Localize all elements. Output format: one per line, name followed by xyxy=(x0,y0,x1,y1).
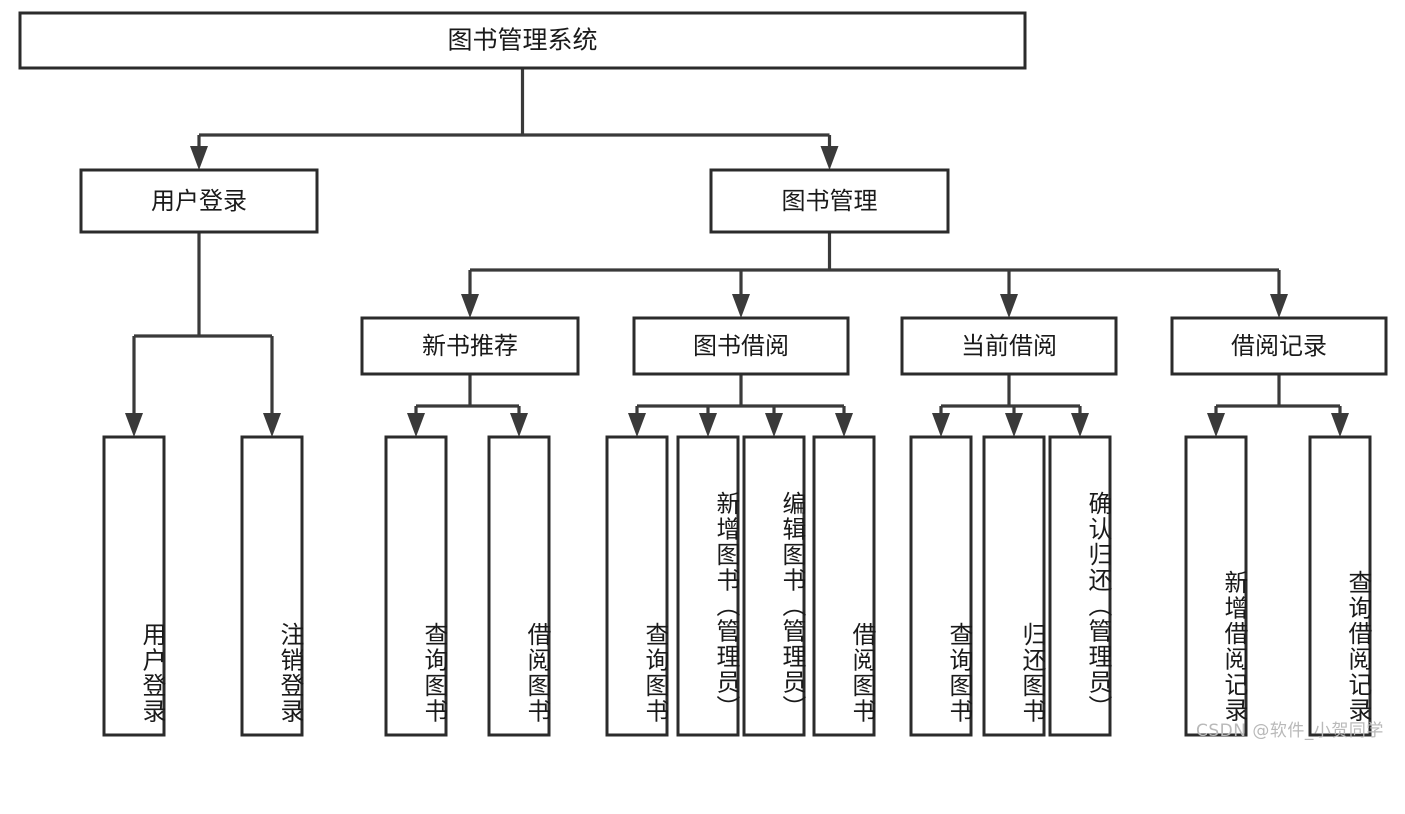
arrow-to-book-borrow xyxy=(732,294,750,318)
leaf-box-l-add-record[interactable] xyxy=(1184,435,1248,737)
node-label-book-borrow: 图书借阅 xyxy=(693,332,789,360)
arrow-to-l-confirm-return xyxy=(1071,413,1089,437)
leaf-box-leaf-user-login[interactable] xyxy=(102,435,166,737)
arrow-to-leaf-user-logout xyxy=(263,413,281,437)
arrow-to-l-edit-book xyxy=(765,413,783,437)
arrow-to-l-borrow-book-2 xyxy=(835,413,853,437)
arrow-to-borrow-record xyxy=(1270,294,1288,318)
connectors-group xyxy=(125,68,1349,437)
node-box-borrow-record[interactable] xyxy=(1170,316,1388,376)
leaf-box-l-edit-book[interactable] xyxy=(742,435,806,737)
arrow-to-leaf-user-login xyxy=(125,413,143,437)
arrow-to-l-add-record xyxy=(1207,413,1225,437)
arrow-to-book-manage xyxy=(820,146,839,170)
leaf-box-l-query-record[interactable] xyxy=(1308,435,1372,737)
arrow-to-l-query-book-3 xyxy=(932,413,950,437)
leaf-box-l-return-book[interactable] xyxy=(982,435,1046,737)
node-label-borrow-record: 借阅记录 xyxy=(1231,332,1327,360)
node-box-user-login[interactable] xyxy=(79,168,319,234)
arrow-to-user-login xyxy=(190,146,208,170)
node-label-user-login: 用户登录 xyxy=(151,187,247,215)
arrow-to-l-query-record xyxy=(1331,413,1349,437)
node-box-current-borrow[interactable] xyxy=(900,316,1118,376)
arrow-to-new-book-rec xyxy=(461,294,479,318)
arrow-to-l-add-book xyxy=(699,413,717,437)
arrow-to-l-borrow-book-1 xyxy=(510,413,528,437)
node-label-root: 图书管理系统 xyxy=(447,26,597,55)
arrow-to-l-return-book xyxy=(1005,413,1023,437)
leaf-box-l-borrow-book-2[interactable] xyxy=(812,435,876,737)
node-box-book-borrow[interactable] xyxy=(632,316,850,376)
arrow-to-current-borrow xyxy=(1000,294,1018,318)
arrow-to-l-query-book-1 xyxy=(407,413,425,437)
leaf-box-l-query-book-3[interactable] xyxy=(909,435,973,737)
leaf-box-l-add-book[interactable] xyxy=(676,435,740,737)
node-box-new-book-rec[interactable] xyxy=(360,316,580,376)
leaf-box-l-confirm-return[interactable] xyxy=(1048,435,1112,737)
leaf-box-l-query-book-1[interactable] xyxy=(384,435,448,737)
diagram-canvas: 图书管理系统用户登录图书管理新书推荐图书借阅当前借阅借阅记录 用户登录注销登录查… xyxy=(18,11,1388,741)
leaf-box-leaf-user-logout[interactable] xyxy=(240,435,304,737)
node-label-current-borrow: 当前借阅 xyxy=(961,332,1057,360)
arrow-to-l-query-book-2 xyxy=(628,413,646,437)
node-label-new-book-rec: 新书推荐 xyxy=(422,332,518,360)
leaf-box-l-query-book-2[interactable] xyxy=(605,435,669,737)
node-box-book-manage[interactable] xyxy=(709,168,950,234)
csdn-watermark: CSDN @软件_小贺同学 xyxy=(1196,721,1384,741)
leaf-box-l-borrow-book-1[interactable] xyxy=(487,435,551,737)
node-box-root[interactable] xyxy=(18,11,1027,70)
node-label-book-manage: 图书管理 xyxy=(782,187,878,215)
boxes-group xyxy=(18,11,1388,737)
